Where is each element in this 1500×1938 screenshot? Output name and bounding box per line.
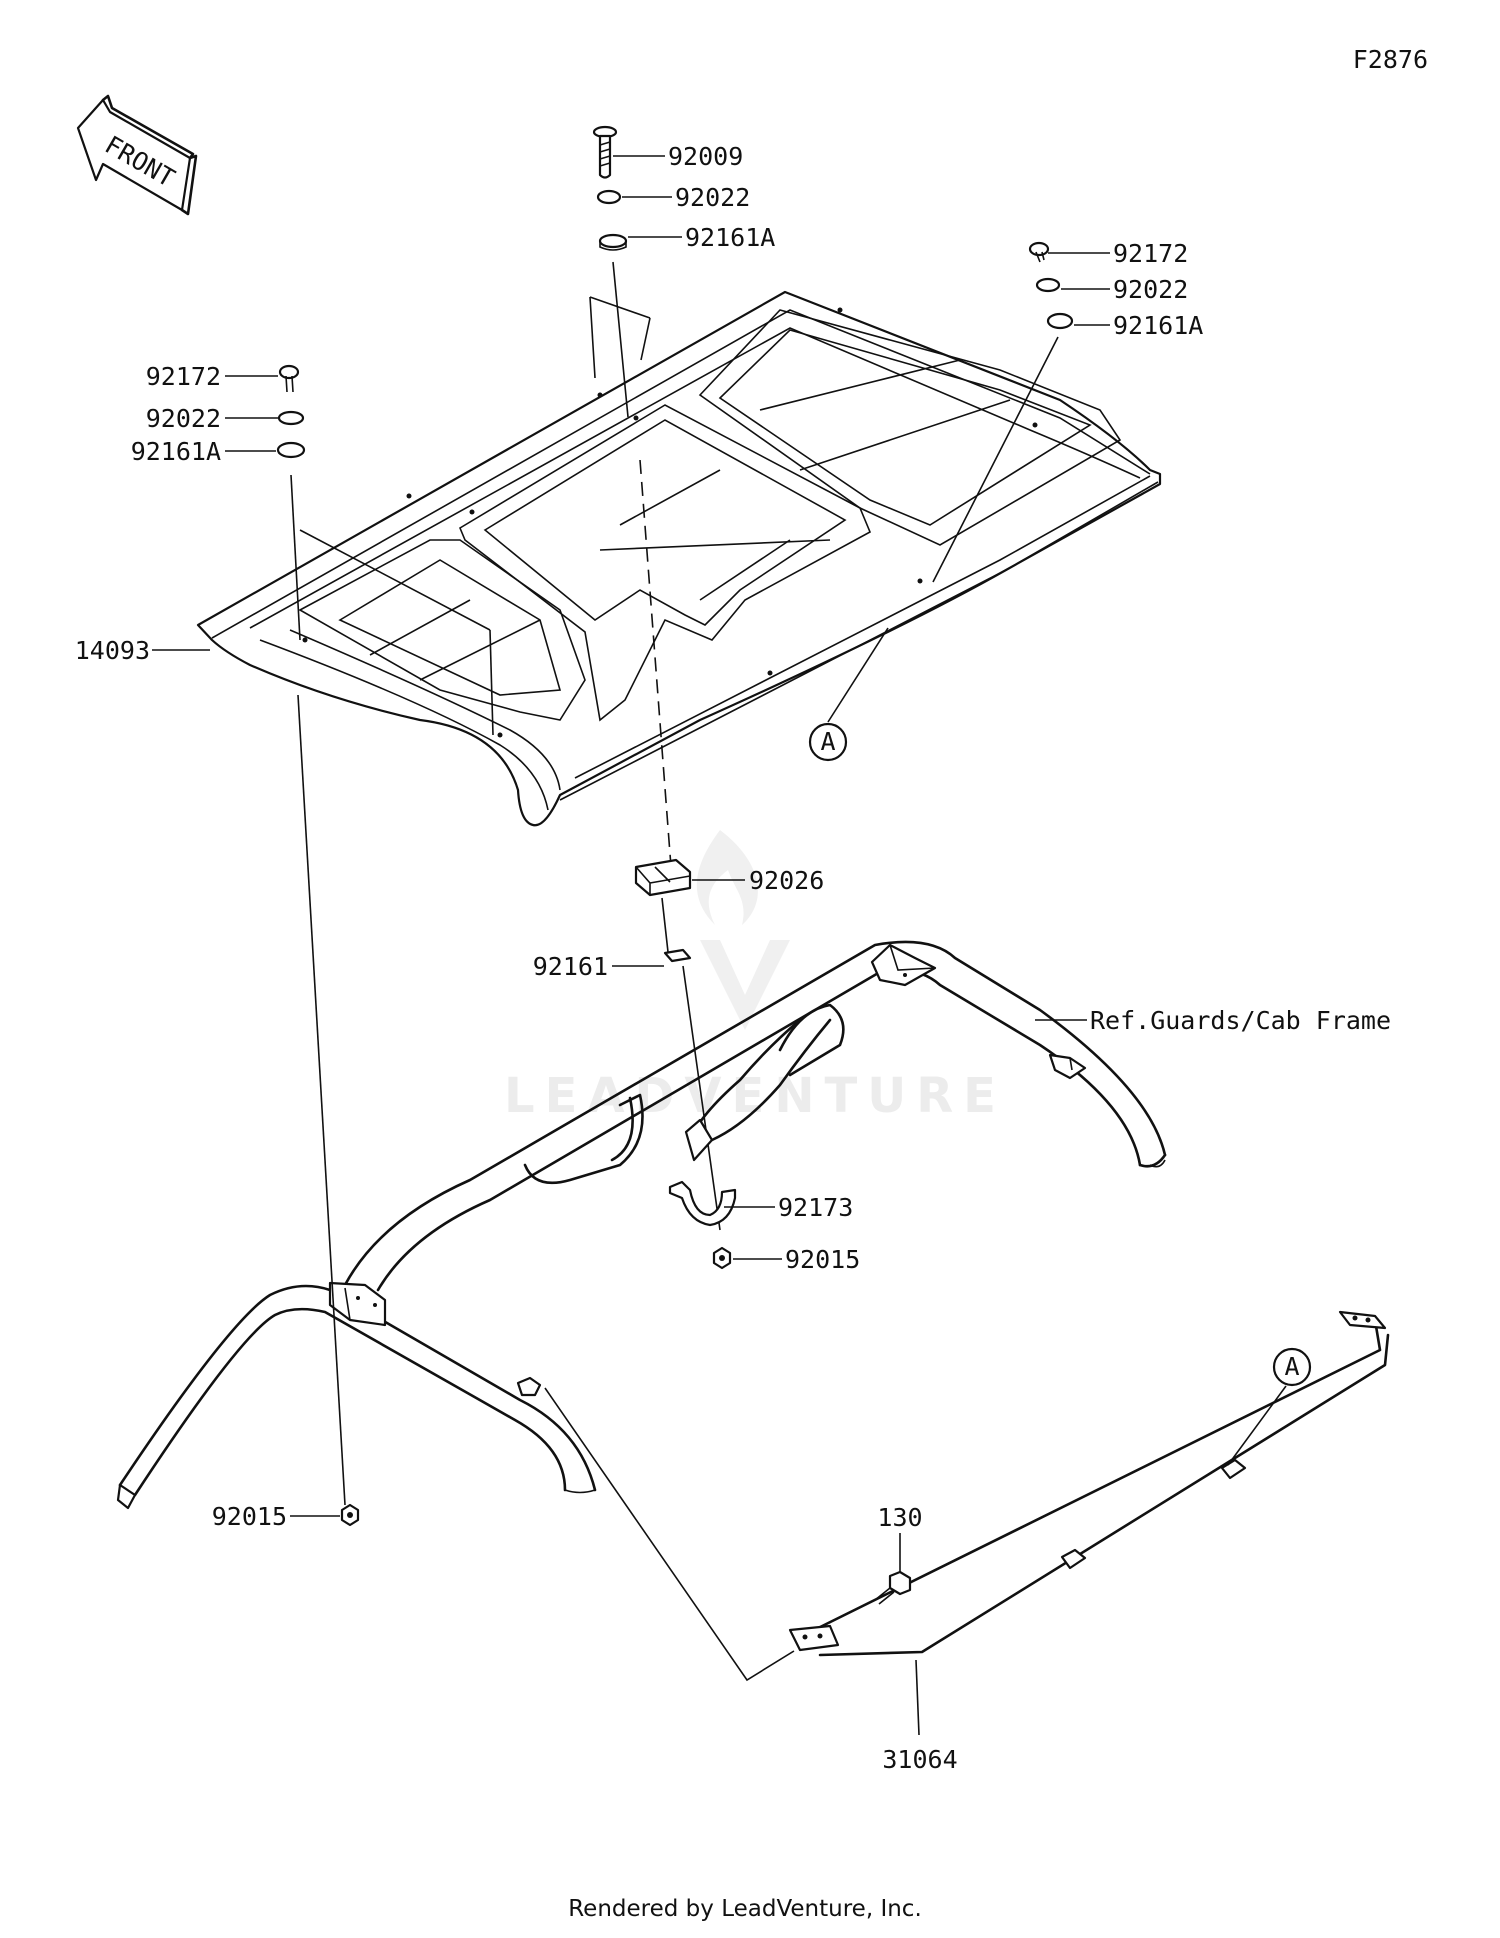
callout-92022-top: 92022 — [675, 183, 750, 212]
nut-92015-left — [340, 1503, 360, 1527]
callout-92161: 92161 — [533, 952, 608, 981]
grommet-92161a-left — [276, 441, 306, 459]
callout-92026: 92026 — [749, 866, 824, 895]
callout-92172-left: 92172 — [146, 362, 221, 391]
callout-92022-right: 92022 — [1113, 275, 1188, 304]
rear-bar-31064 — [788, 1310, 1390, 1657]
ref-a-bracket: A — [1284, 1352, 1299, 1381]
callout-92015-center: 92015 — [785, 1245, 860, 1274]
grommet-92161a-top — [598, 233, 628, 251]
callout-130: 130 — [877, 1503, 922, 1532]
pad-92026 — [634, 858, 692, 897]
callout-92172-right: 92172 — [1113, 239, 1188, 268]
callout-ref-cab-frame: Ref.Guards/Cab Frame — [1090, 1006, 1391, 1035]
cab-frame — [343, 940, 1167, 1292]
washer-92022-right — [1035, 277, 1061, 293]
watermark-flame-icon — [696, 830, 758, 925]
callout-92161a-top: 92161A — [685, 223, 775, 252]
callout-31064: 31064 — [882, 1745, 957, 1774]
nut-92015-center — [712, 1246, 732, 1270]
diagram-code: F2876 — [1353, 45, 1428, 74]
bracket-92173 — [668, 1180, 737, 1227]
callout-14093: 14093 — [75, 636, 150, 665]
callout-92173: 92173 — [778, 1193, 853, 1222]
bolt-130 — [874, 1570, 912, 1605]
lower-frame — [116, 1281, 597, 1510]
front-arrow-icon: FRONT — [76, 94, 198, 216]
screw-92172-left — [278, 364, 300, 393]
callout-92161a-left: 92161A — [131, 437, 221, 466]
washer-92022-left — [277, 410, 305, 426]
bolt-92009 — [592, 125, 618, 179]
footer-credit: Rendered by LeadVenture, Inc. — [568, 1896, 922, 1922]
ref-a-bracket-circle — [1272, 1347, 1312, 1387]
grommet-92161a-right — [1046, 312, 1074, 330]
pad-92161 — [663, 948, 692, 963]
washer-92022-top — [596, 189, 622, 205]
screw-92172-right — [1028, 241, 1050, 263]
callout-92015-left: 92015 — [212, 1502, 287, 1531]
roof-panel — [196, 290, 1162, 827]
ref-a-roof-circle — [808, 722, 848, 762]
watermark-v-icon — [700, 940, 790, 1030]
callout-92022-left: 92022 — [146, 404, 221, 433]
callout-92009: 92009 — [668, 142, 743, 171]
callout-92161a-right: 92161A — [1113, 311, 1203, 340]
ref-a-roof: A — [820, 727, 835, 756]
